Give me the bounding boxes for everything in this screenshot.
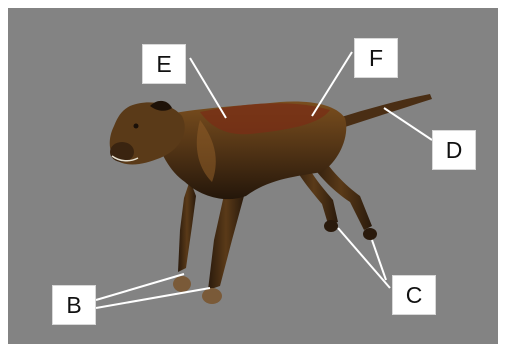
label-E: E — [142, 44, 186, 84]
label-C: C — [392, 275, 436, 315]
cheetah-fore-paw-near — [202, 288, 222, 304]
cheetah-eye — [134, 124, 139, 129]
cheetah-hind-paw-near — [324, 220, 338, 232]
label-B: B — [52, 285, 96, 325]
label-F: F — [354, 38, 398, 78]
label-D: D — [432, 130, 476, 170]
cheetah-hind-paw-far — [363, 228, 377, 240]
cheetah-fore-paw-far — [173, 276, 191, 292]
cheetah-muzzle — [110, 142, 134, 162]
